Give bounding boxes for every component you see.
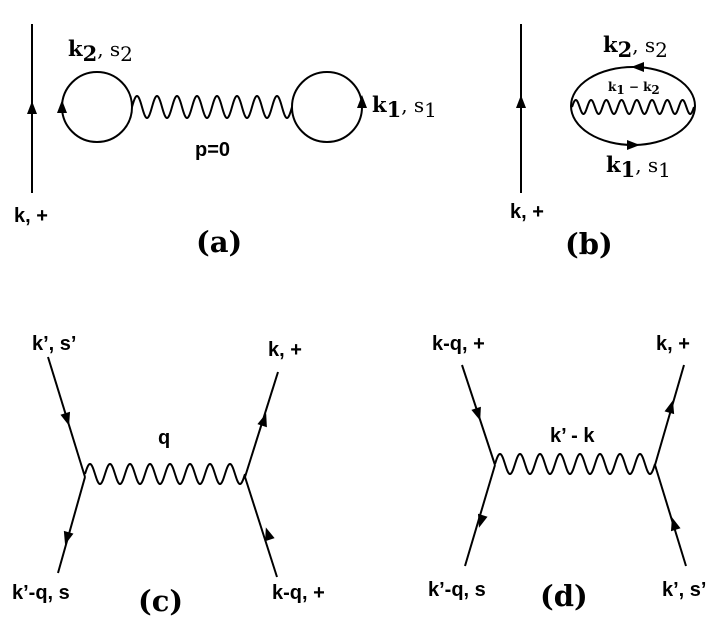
bottom-right-label: k’, s’ <box>662 579 706 601</box>
top-left-label: k’, s’ <box>32 333 76 355</box>
momentum-label: q <box>158 427 170 449</box>
inner-label: k1 − k2 <box>608 80 660 97</box>
panel-b: k, + k2, s2 k1 − k2 k1, s1 (b) <box>510 24 696 261</box>
top-loop-label: k2, s2 <box>603 32 668 62</box>
panel-caption: (d) <box>540 579 588 613</box>
panel-c: k’, s’ k, + q k’-q, s k-q, + (c) <box>12 333 325 618</box>
left-arrow-icon <box>631 62 644 72</box>
left-fermion-loop <box>61 71 133 143</box>
photon-line <box>494 453 656 475</box>
incoming-fermion-line <box>244 476 278 578</box>
up-arrow-icon <box>516 95 526 108</box>
bottom-left-label: k’-q, s <box>428 579 486 601</box>
right-arrow-icon <box>627 140 640 150</box>
loop-arrow-icon <box>357 95 367 108</box>
top-right-label: k, + <box>656 333 690 355</box>
arrow-icon <box>477 513 488 528</box>
external-label: k, + <box>510 201 544 223</box>
arrow-icon <box>60 411 71 426</box>
momentum-label: p=0 <box>195 139 230 161</box>
right-fermion-loop <box>291 71 363 143</box>
arrow-icon <box>265 527 275 542</box>
photon-line <box>571 99 695 115</box>
arrow-icon <box>257 413 267 428</box>
outgoing-fermion-line <box>57 476 86 574</box>
photon-line <box>84 463 246 485</box>
panel-caption: (b) <box>565 227 613 261</box>
panel-a: k, + k2, s2 k1, s1 p=0 (a) <box>14 24 437 259</box>
up-arrow-icon <box>27 101 37 114</box>
momentum-label: k’ - k <box>550 425 595 447</box>
incoming-fermion-line <box>654 464 687 567</box>
arrow-icon <box>63 530 74 545</box>
outgoing-fermion-line <box>654 364 685 466</box>
bottom-left-label: k’-q, s <box>12 582 70 604</box>
bottom-right-label: k-q, + <box>272 582 325 604</box>
photon-line <box>131 95 293 119</box>
loop-arrow-icon <box>57 100 67 113</box>
right-loop-label: k1, s1 <box>372 92 437 122</box>
arrow-icon <box>670 517 681 532</box>
left-loop-label: k2, s2 <box>68 36 133 66</box>
arrow-icon <box>664 400 675 415</box>
external-label: k, + <box>14 205 48 227</box>
panel-d: k-q, + k, + k’ - k k’-q, s k’, s’ (d) <box>428 333 706 613</box>
top-right-label: k, + <box>268 339 302 361</box>
panel-caption: (c) <box>138 584 183 618</box>
arrow-icon <box>471 406 481 421</box>
top-left-label: k-q, + <box>432 333 485 355</box>
bottom-loop-label: k1, s1 <box>606 152 671 182</box>
panel-caption: (a) <box>196 225 242 259</box>
